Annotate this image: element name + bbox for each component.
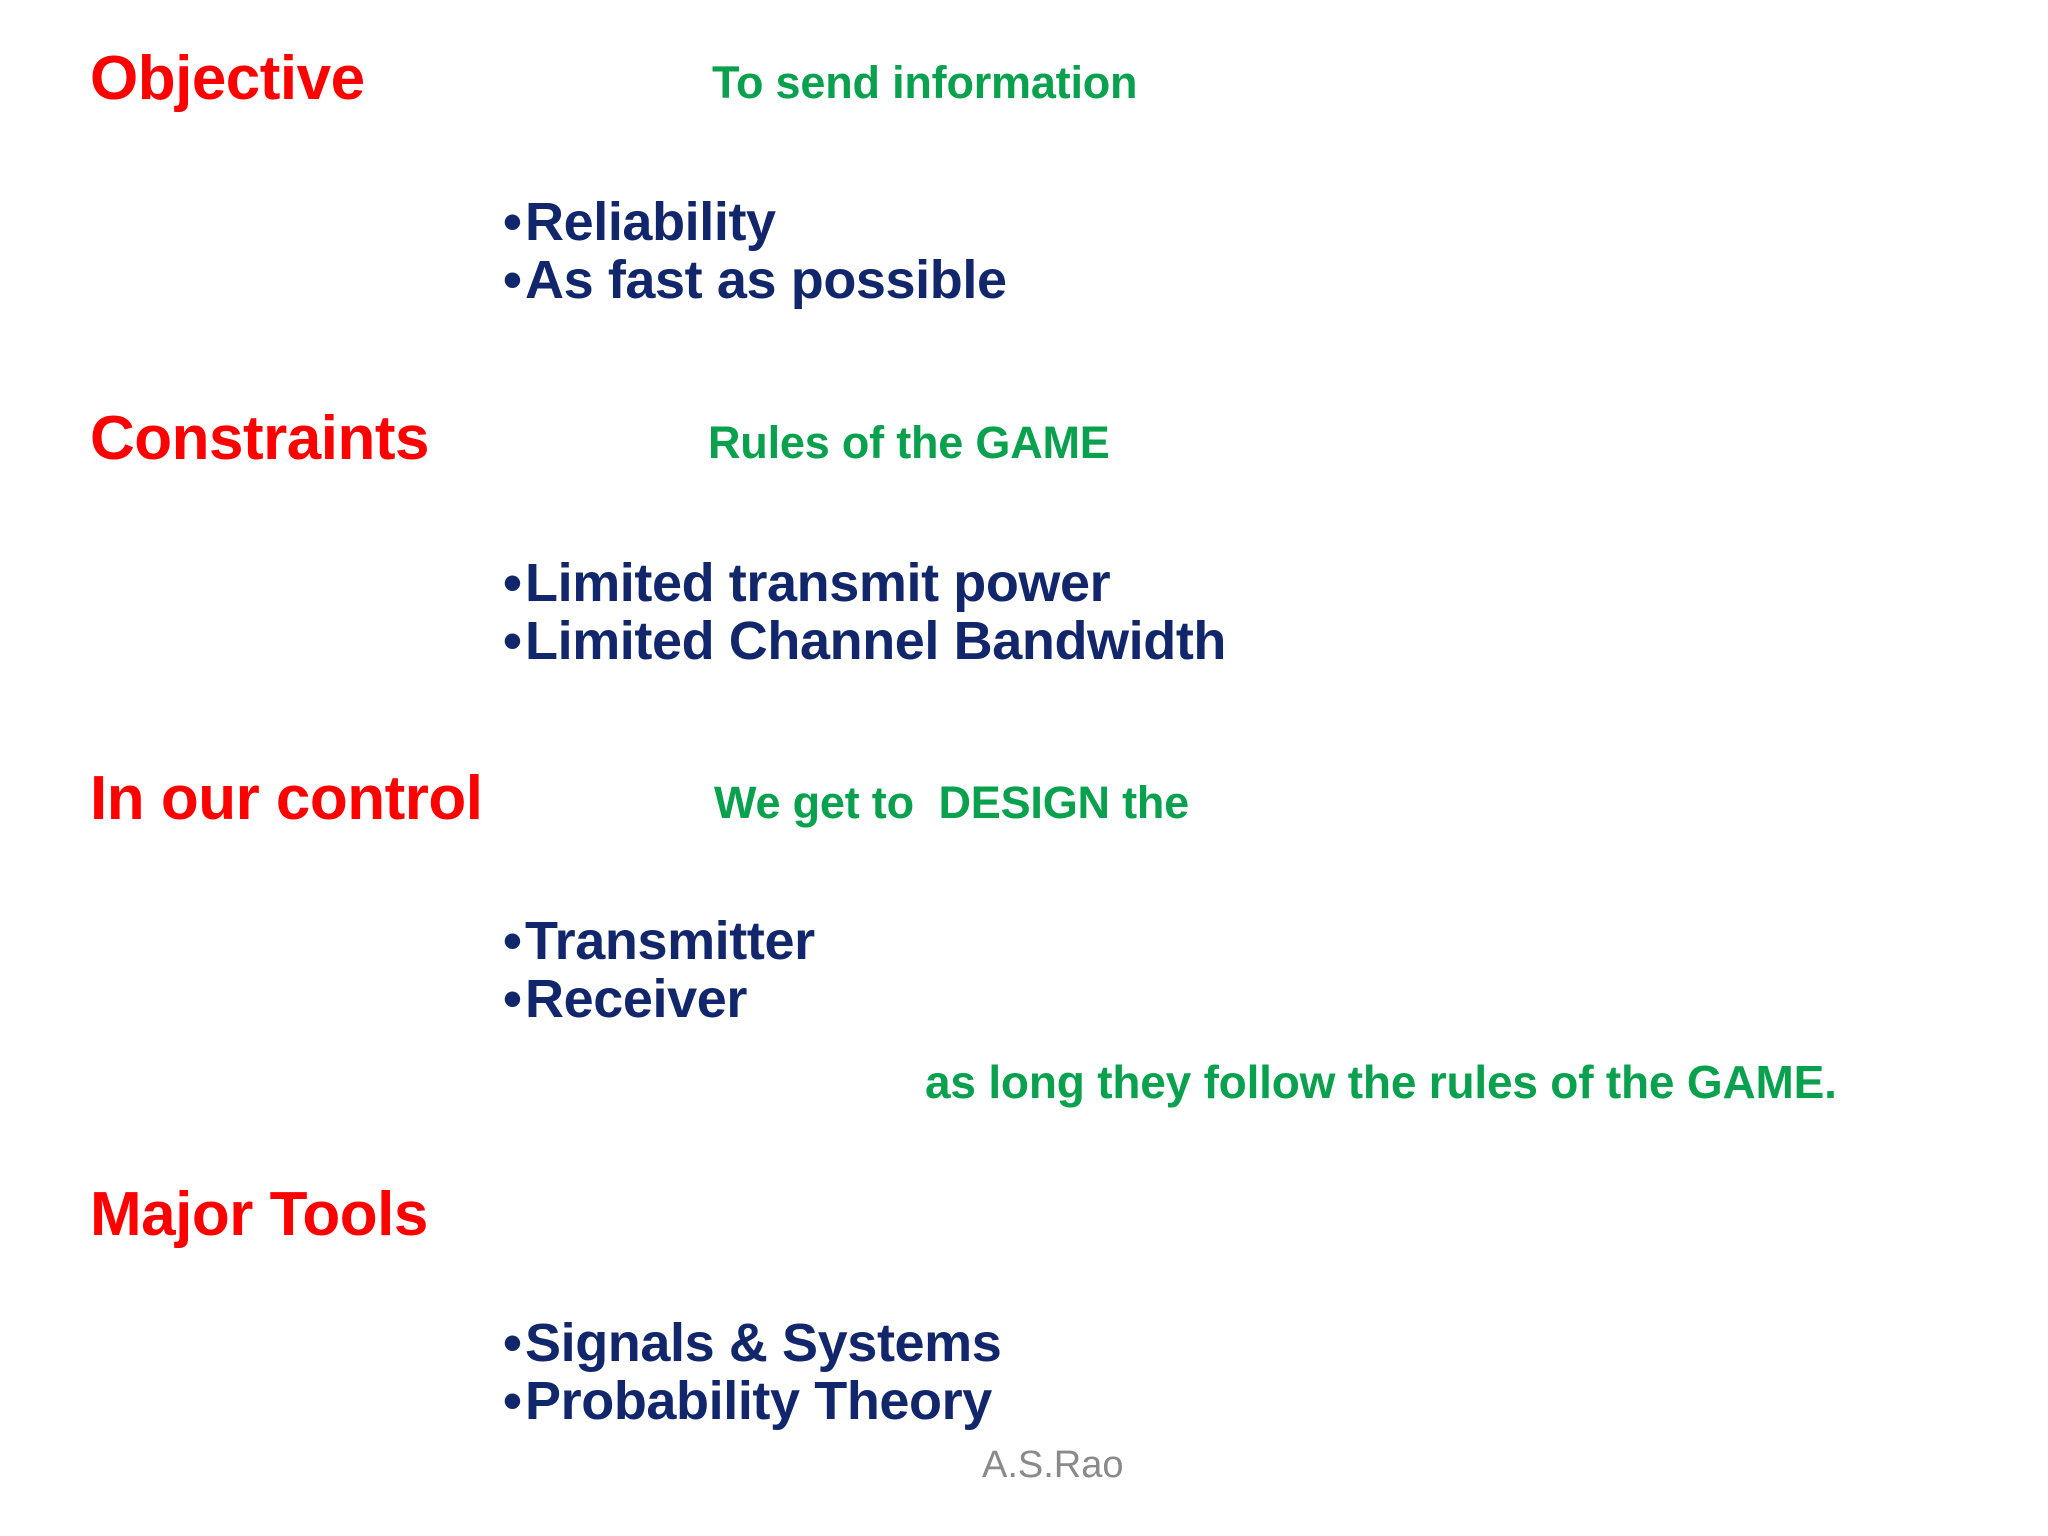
section-heading-constraints: Constraints [90, 404, 429, 473]
section-heading-objective: Objective [90, 44, 365, 113]
bullet-dot-icon: • [503, 911, 522, 971]
section-annotation-objective: To send information [712, 57, 1138, 108]
section-heading-major-tools: Major Tools [90, 1180, 428, 1249]
list-item: •As fast as possible [503, 249, 1007, 310]
section-heading-in-our-control: In our control [90, 764, 483, 833]
list-item-label: Probability Theory [525, 1370, 992, 1431]
bullet-list-in-our-control: •Transmitter •Receiver [503, 911, 815, 1029]
bullet-dot-icon: • [503, 1313, 522, 1373]
bullet-list-major-tools: •Signals & Systems •Probability Theory [503, 1313, 1002, 1431]
list-item-label: Limited transmit power [525, 553, 1111, 613]
list-item: •Limited Channel Bandwidth [503, 610, 1226, 671]
list-item-label: Reliability [525, 192, 776, 252]
bullet-dot-icon: • [503, 249, 522, 310]
list-item-label: Limited Channel Bandwidth [525, 610, 1226, 671]
list-item-label: Transmitter [525, 911, 815, 971]
section-footnote-in-our-control: as long they follow the rules of the GAM… [925, 1056, 1837, 1108]
author-signature-watermark: A.S.Rao [982, 1444, 1124, 1486]
list-item-label: Signals & Systems [525, 1313, 1002, 1373]
list-item: •Receiver [503, 968, 815, 1029]
bullet-dot-icon: • [503, 968, 522, 1029]
list-item: •Probability Theory [503, 1370, 1001, 1431]
bullet-dot-icon: • [503, 553, 522, 613]
bullet-list-objective: •Reliability •As fast as possible [503, 192, 1007, 310]
list-item-label: As fast as possible [525, 249, 1007, 310]
bullet-dot-icon: • [503, 1370, 522, 1431]
bullet-list-constraints: •Limited transmit power •Limited Channel… [503, 553, 1226, 671]
bullet-dot-icon: • [503, 192, 522, 252]
list-item: •Signals & Systems [503, 1313, 1002, 1373]
list-item: •Reliability [503, 192, 1007, 252]
bullet-dot-icon: • [503, 610, 522, 671]
list-item: •Limited transmit power [503, 553, 1226, 613]
section-annotation-constraints: Rules of the GAME [708, 417, 1110, 468]
section-annotation-in-our-control: We get to DESIGN the [714, 777, 1190, 828]
list-item-label: Receiver [525, 968, 747, 1029]
list-item: •Transmitter [503, 911, 815, 971]
